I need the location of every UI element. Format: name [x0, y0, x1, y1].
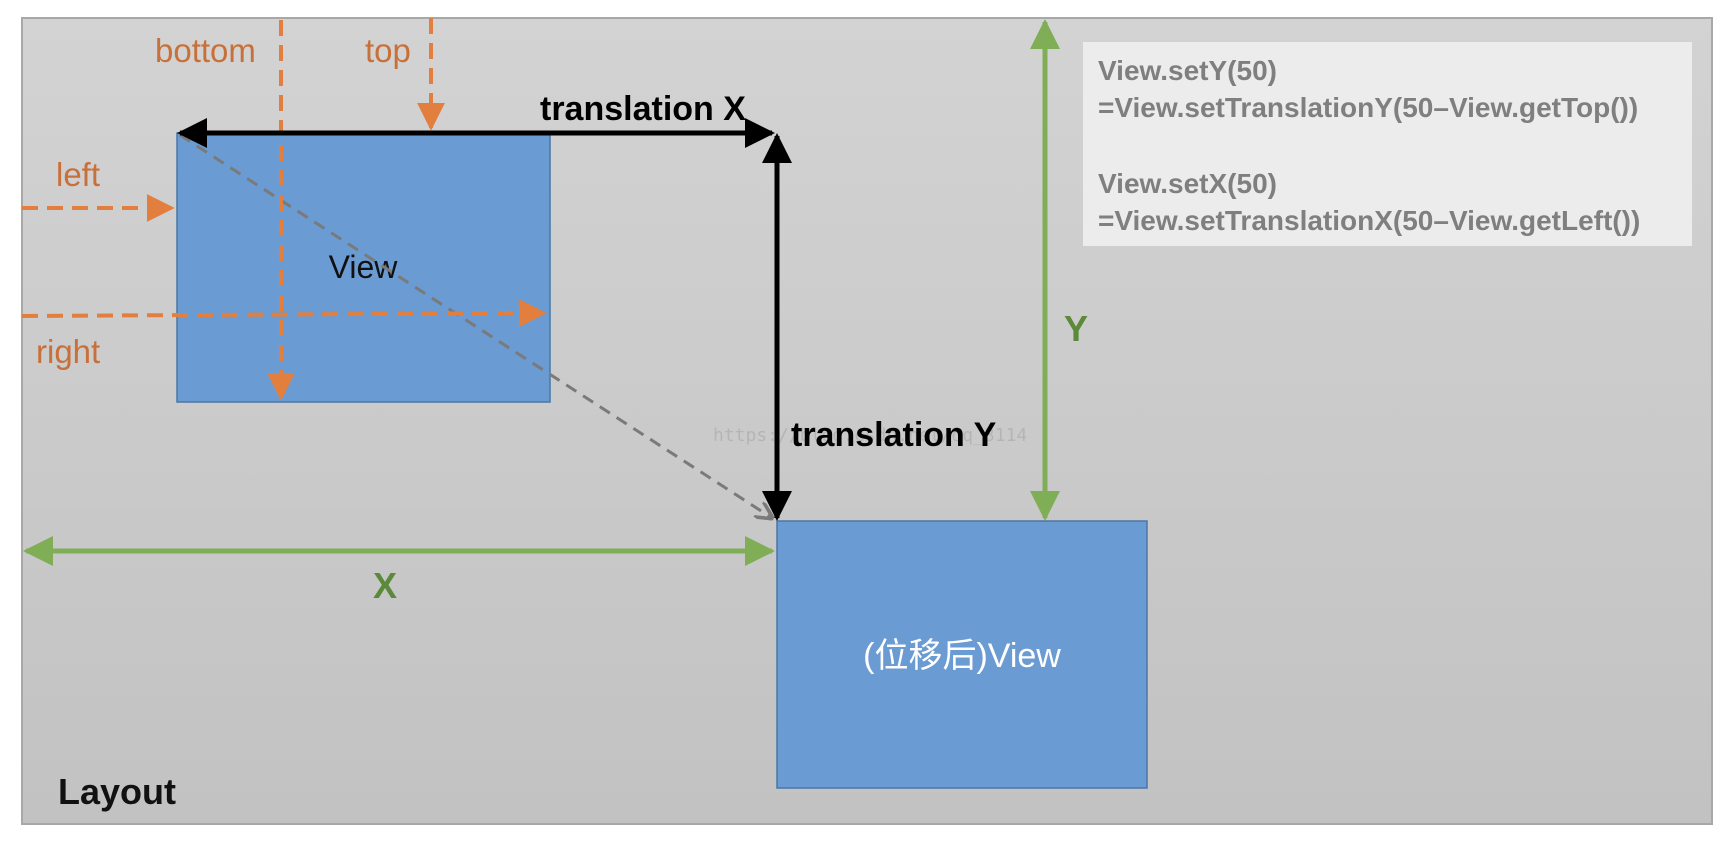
code-note-box — [1083, 42, 1692, 246]
original-view-box — [176, 132, 551, 403]
original-view-label: View — [329, 249, 399, 285]
translation-y-label: translation Y — [791, 416, 997, 454]
code-note-line-2: =View.setTranslationY(50–View.getTop()) — [1098, 92, 1638, 123]
layout-label: Layout — [58, 771, 176, 812]
displacement-dashed-arrow — [179, 133, 772, 518]
code-note-line-3: View.setX(50) — [1098, 168, 1277, 199]
code-note-line-1: View.setY(50) — [1098, 55, 1277, 86]
y-coordinate-label: Y — [1064, 308, 1088, 349]
translation-x-label: translation X — [540, 90, 746, 128]
right-dashed-arrow — [21, 299, 547, 328]
left-label: left — [56, 156, 100, 193]
top-label: top — [365, 32, 411, 69]
bottom-label: bottom — [155, 32, 256, 69]
x-coordinate-label: X — [373, 565, 397, 606]
code-note-line-4: =View.setTranslationX(50–View.getLeft()) — [1098, 205, 1640, 236]
moved-view-label: (位移后)View — [863, 637, 1061, 675]
right-label: right — [36, 333, 100, 370]
moved-view-box — [776, 520, 1148, 789]
